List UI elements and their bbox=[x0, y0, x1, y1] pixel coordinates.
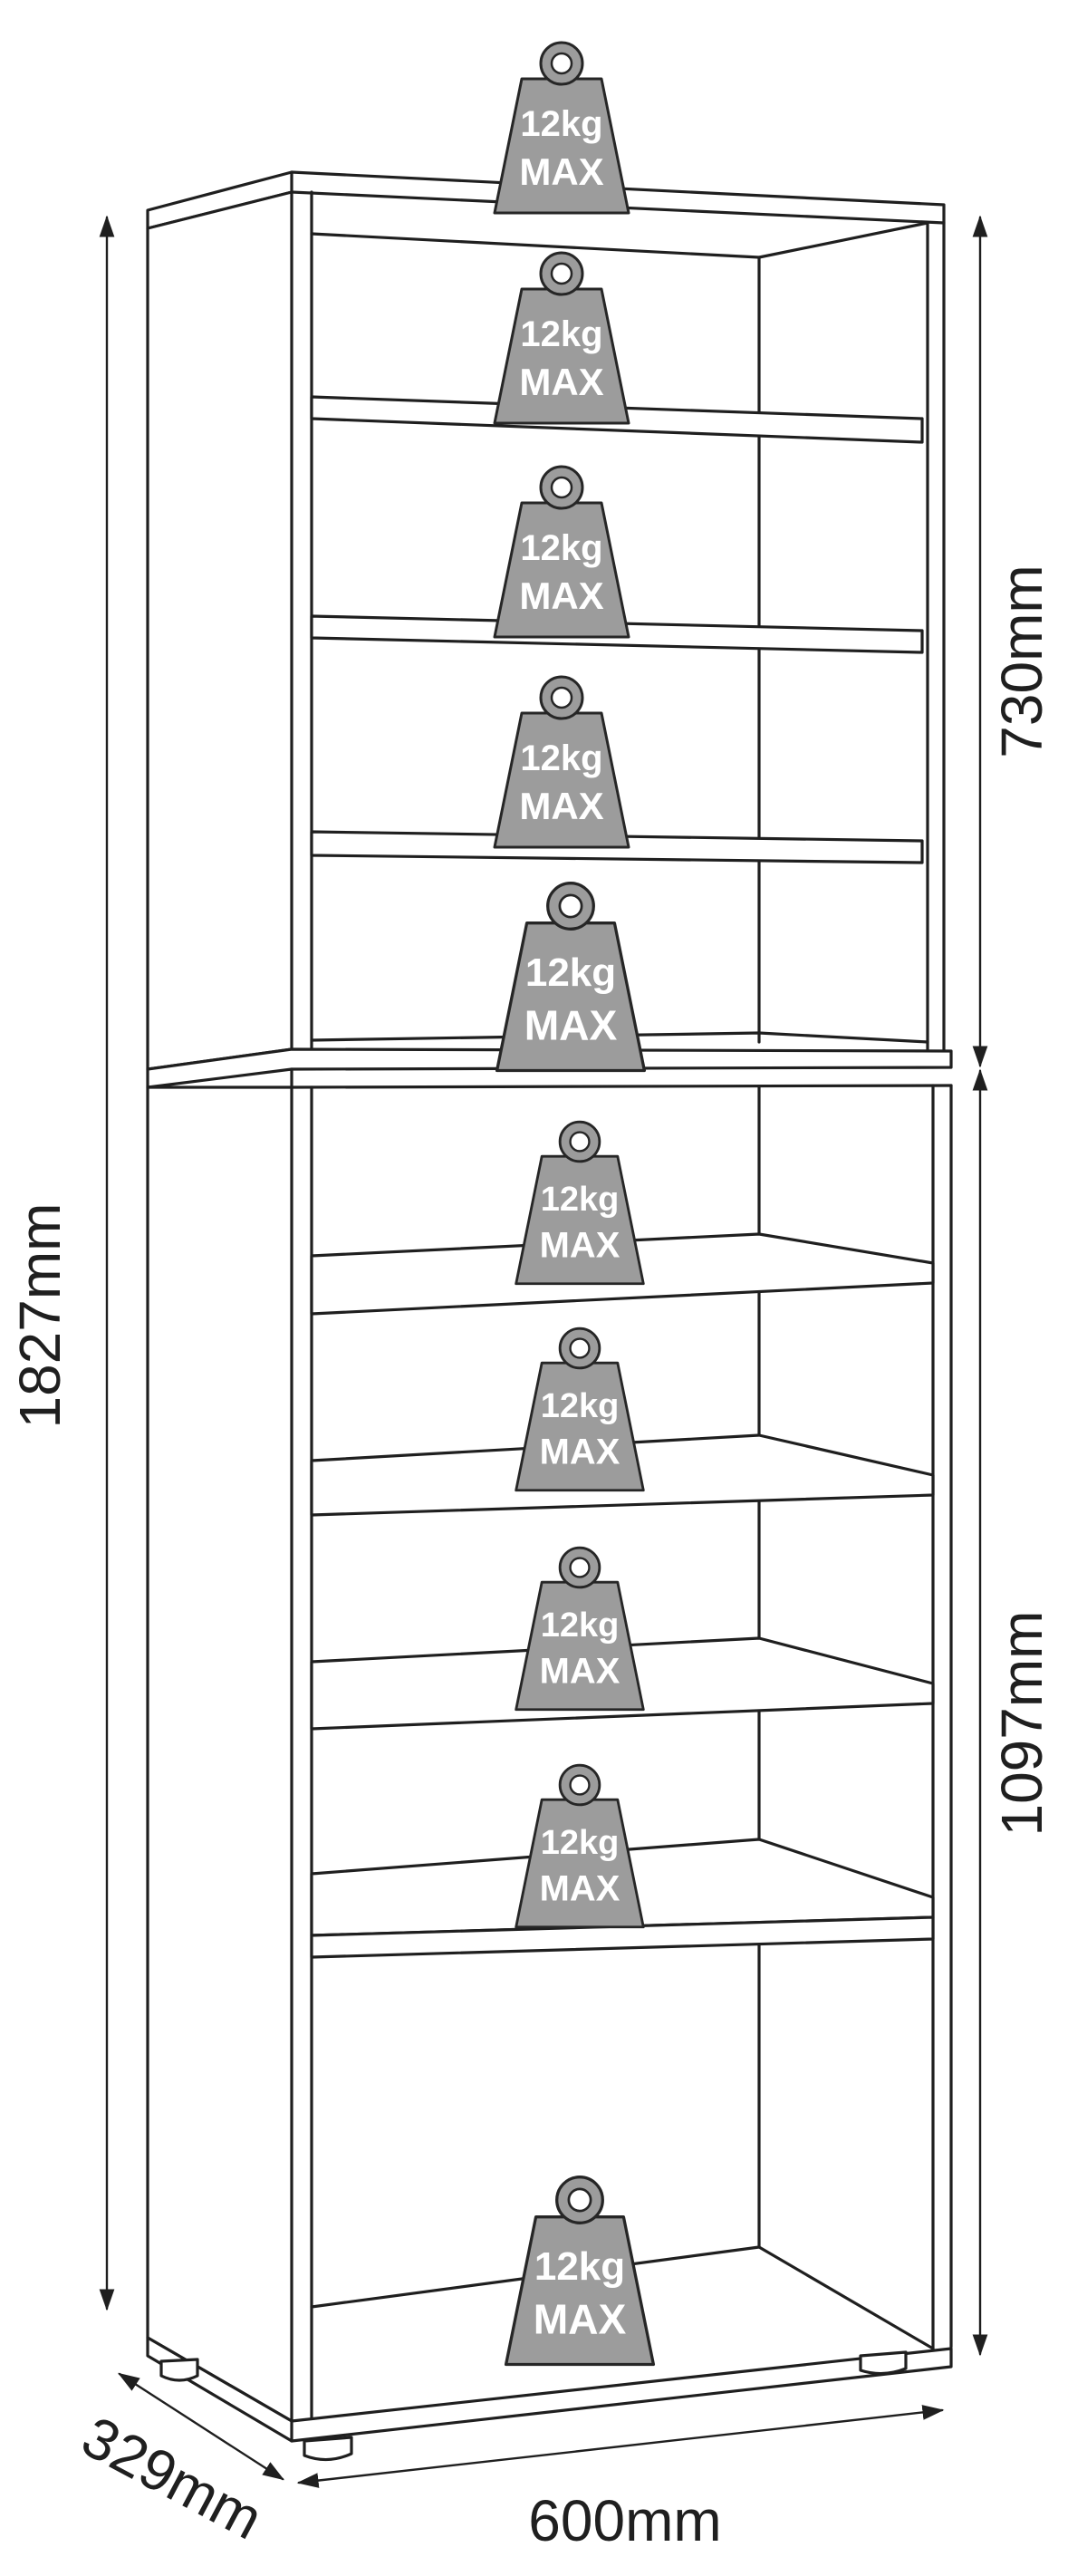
width-arrow bbox=[296, 2405, 945, 2488]
weight-icons: 12kgMAX12kgMAX12kgMAX12kgMAX12kgMAX12kgM… bbox=[493, 41, 656, 2367]
weight-hole bbox=[567, 2187, 592, 2213]
weight-label-kg: 12kg bbox=[520, 528, 602, 568]
lower-height-label: 1097mm bbox=[989, 1611, 1054, 1837]
weight-label-max: MAX bbox=[524, 1001, 618, 1048]
depth-arrow bbox=[117, 2372, 285, 2481]
weight-hole bbox=[550, 686, 573, 709]
weight-label-max: MAX bbox=[534, 2295, 627, 2342]
weight-label-max: MAX bbox=[519, 150, 603, 193]
weight-label-max: MAX bbox=[519, 785, 603, 827]
weight-label-max: MAX bbox=[519, 361, 603, 403]
width-label: 600mm bbox=[528, 2488, 721, 2553]
weight-hole bbox=[569, 1774, 591, 1796]
weight-hole bbox=[569, 1337, 591, 1359]
weight-hole bbox=[550, 52, 573, 75]
weight-label-kg: 12kg bbox=[541, 1824, 620, 1862]
weight-hole bbox=[550, 476, 573, 499]
foot-left-back bbox=[159, 2358, 199, 2382]
weight-label-kg: 12kg bbox=[541, 1387, 620, 1425]
weight-label-kg: 12kg bbox=[541, 1606, 620, 1645]
weight-hole bbox=[550, 262, 573, 285]
weight-label-max: MAX bbox=[540, 1432, 620, 1471]
weight-label-kg: 12kg bbox=[520, 738, 602, 778]
weight-label-max: MAX bbox=[519, 574, 603, 617]
upper-back-top bbox=[310, 221, 929, 259]
lower-shelf-4-front bbox=[310, 1915, 935, 1959]
lower-bottom bbox=[310, 2245, 935, 2350]
weight-label-kg: 12kg bbox=[520, 104, 602, 144]
weight-hole bbox=[569, 1557, 591, 1578]
weight-label-max: MAX bbox=[540, 1868, 620, 1908]
lower-left-side bbox=[146, 1085, 293, 2423]
dimension-lines bbox=[99, 215, 988, 2488]
weight-label-kg: 12kg bbox=[534, 2244, 625, 2289]
foot-left-front bbox=[303, 2436, 353, 2462]
weight-label-kg: 12kg bbox=[520, 314, 602, 354]
weight-label-kg: 12kg bbox=[525, 950, 616, 995]
weight-label-kg: 12kg bbox=[541, 1181, 620, 1219]
upper-bottom bbox=[310, 1031, 929, 1044]
weight-hole bbox=[558, 893, 583, 919]
upper-left-side bbox=[146, 190, 293, 1071]
depth-label: 329mm bbox=[72, 2404, 273, 2552]
foot-right bbox=[859, 2350, 908, 2376]
upper-height-label: 730mm bbox=[989, 564, 1054, 757]
weight-hole bbox=[569, 1131, 591, 1153]
total-height-label: 1827mm bbox=[7, 1203, 72, 1429]
weight-label-max: MAX bbox=[540, 1225, 620, 1265]
weight-label-max: MAX bbox=[540, 1651, 620, 1691]
